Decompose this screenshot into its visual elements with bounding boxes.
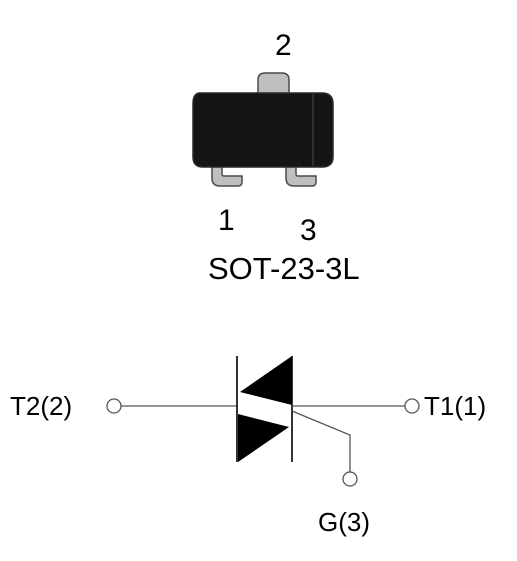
gate-terminal-circle (342, 471, 358, 487)
lower-diode-triangle (238, 414, 289, 462)
pin-2-label: 2 (275, 29, 292, 62)
pin-2-lead (257, 72, 290, 99)
package-body (192, 92, 334, 168)
upper-diode-triangle (240, 356, 292, 405)
t1-terminal-circle (404, 398, 420, 414)
pin-1-lead (211, 162, 243, 187)
gate-wire (291, 410, 351, 472)
t2-terminal-label: T2(2) (10, 391, 73, 421)
gate-terminal-label: G(3) (318, 507, 370, 537)
pin-3-lead (285, 162, 317, 187)
t1-terminal-label: T1(1) (424, 391, 487, 421)
package-name-label: SOT-23-3L (208, 251, 360, 286)
pin-3-label: 3 (300, 214, 317, 247)
pin-1-label: 1 (218, 204, 235, 237)
t2-terminal-circle (106, 398, 122, 414)
